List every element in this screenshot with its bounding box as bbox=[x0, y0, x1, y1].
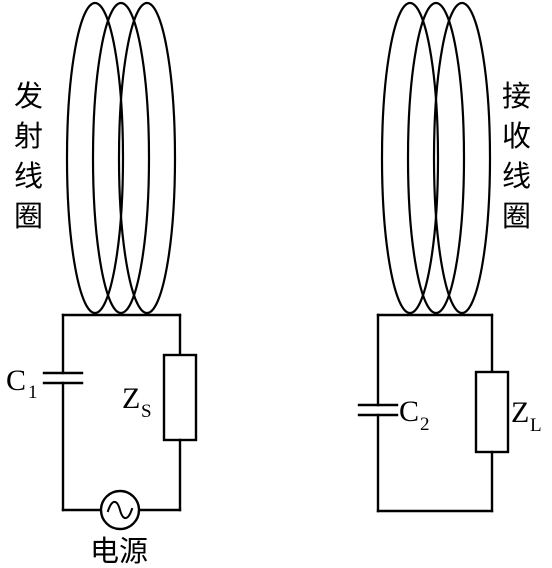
transmitter-coil-loop-1 bbox=[65, 1, 125, 315]
transmitter-coil-loop-2 bbox=[91, 1, 151, 315]
receiver-coil-label-char-3: 线 bbox=[502, 159, 531, 193]
impedance-zl-box bbox=[474, 370, 510, 454]
receiver-coil-label: 接 收 线 圈 bbox=[502, 79, 531, 233]
ac-source-wave bbox=[106, 500, 134, 520]
capacitor-c1-label: C 1 bbox=[6, 364, 38, 403]
impedance-zs-subscript: S bbox=[141, 401, 152, 422]
receiver-coil-label-char-2: 收 bbox=[502, 119, 531, 153]
capacitor-c1-letter: C bbox=[6, 364, 26, 397]
capacitor-c2-label: C 2 bbox=[399, 395, 430, 435]
impedance-zs-box bbox=[162, 353, 198, 442]
transmitter-coil-label-char-3: 线 bbox=[14, 159, 43, 193]
transmitter-coil-loop-3 bbox=[117, 1, 177, 315]
transmitter-coil-label-char-4: 圈 bbox=[14, 199, 43, 233]
ac-source-icon bbox=[99, 489, 141, 531]
transmitter-circuit bbox=[42, 313, 198, 531]
impedance-zl-label: Z L bbox=[511, 396, 542, 436]
receiver-coil-loop-1 bbox=[380, 1, 440, 315]
impedance-zs-label: Z S bbox=[122, 382, 152, 422]
transmitter-coil-label-char-1: 发 bbox=[14, 79, 43, 113]
capacitor-c2-subscript: 2 bbox=[420, 414, 430, 435]
impedance-zl-letter: Z bbox=[511, 396, 529, 429]
receiver-circuit bbox=[357, 313, 510, 513]
receiver-coil-loop-3 bbox=[432, 1, 492, 315]
impedance-zs-letter: Z bbox=[122, 382, 140, 415]
capacitor-c1-subscript: 1 bbox=[28, 382, 38, 403]
impedance-zl-subscript: L bbox=[530, 415, 542, 436]
receiver-coil-label-char-4: 圈 bbox=[502, 199, 531, 233]
receiver-coil bbox=[380, 1, 492, 315]
transmitter-coil-label-char-2: 射 bbox=[14, 119, 43, 153]
transmitter-coil bbox=[65, 1, 177, 315]
capacitor-c2-letter: C bbox=[399, 395, 419, 428]
receiver-coil-loop-2 bbox=[406, 1, 466, 315]
transmitter-coil-label: 发 射 线 圈 bbox=[14, 79, 43, 233]
receiver-coil-label-char-1: 接 bbox=[502, 79, 531, 113]
power-source-label: 电源 bbox=[90, 534, 148, 568]
